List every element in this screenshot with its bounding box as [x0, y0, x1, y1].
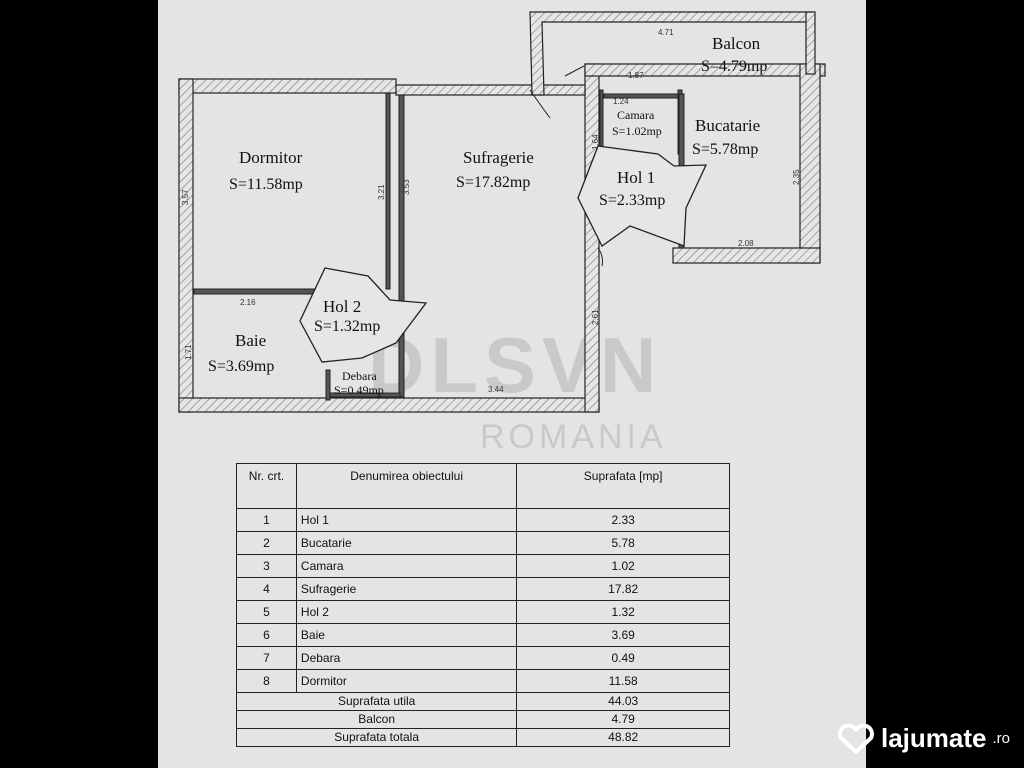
room-labels: Dormitor S=11.58mp Sufragerie S=17.82mp … [208, 34, 767, 397]
room-name-hol2: Hol 2 [323, 297, 361, 316]
room-name-balcon: Balcon [712, 34, 761, 53]
brand-heart-icon [838, 723, 874, 754]
site-brand[interactable]: lajumate .ro [837, 723, 1010, 754]
watermark-sub: ROMANIA [480, 418, 667, 456]
hol2-door-swing [299, 267, 428, 363]
row-area: 17.82 [516, 577, 730, 601]
row-nr: 8 [236, 669, 297, 693]
room-area-sufragerie: S=17.82mp [456, 174, 530, 191]
row-nr: 6 [236, 623, 297, 647]
row-area: 5.78 [516, 531, 730, 555]
dim-label: 3.53 [402, 179, 411, 195]
table-header-row: Nr. crt. Denumirea obiectului Suprafata … [236, 463, 730, 509]
row-name: Debara [295, 646, 518, 670]
room-area-bucatarie: S=5.78mp [692, 141, 758, 158]
dim-label: 3.21 [377, 184, 386, 200]
floor-plan-drawing: DLSVN ROMANIA [178, 11, 826, 456]
row-nr: 2 [236, 531, 297, 555]
room-name-hol1: Hol 1 [617, 168, 655, 187]
row-area: 1.32 [516, 600, 730, 624]
room-area-balcon: S=4.79mp [701, 58, 767, 75]
room-area-baie: S=3.69mp [208, 358, 274, 375]
brand-tld: .ro [992, 730, 1010, 747]
dim-label: 3.57 [181, 189, 190, 205]
room-name-baie: Baie [235, 331, 266, 350]
exterior-walls [178, 11, 826, 413]
row-name: Hol 2 [295, 600, 518, 624]
row-name: Camara [295, 554, 518, 578]
room-area-hol1: S=2.33mp [599, 192, 665, 209]
watermark-brand: DLSVN [368, 321, 662, 409]
dim-label: 2.16 [240, 298, 256, 307]
row-name: Baie [295, 623, 518, 647]
room-area-debara: S=0.49mp [334, 383, 384, 397]
dim-label: 2.61 [591, 309, 600, 325]
door-arcs [529, 65, 603, 267]
dim-label: 3.44 [488, 385, 504, 394]
header-name: Denumirea obiectului [295, 463, 518, 509]
room-name-bucatarie: Bucatarie [695, 116, 760, 135]
dimension-labels: 4.71 1.87 1.24 3.57 3.21 3.53 1.64 2.35 … [181, 28, 801, 394]
dim-label: 1.71 [184, 344, 193, 360]
area-table: Nr. crt. Denumirea obiectului Suprafata … [235, 463, 730, 747]
row-name: Bucatarie [295, 531, 518, 555]
dim-label: 4.71 [658, 28, 674, 37]
row-name: Sufragerie [295, 577, 518, 601]
row-nr: 7 [236, 646, 297, 670]
dim-label: 1.64 [591, 134, 600, 150]
header-area: Suprafata [mp] [516, 463, 730, 509]
room-area-camara: S=1.02mp [612, 124, 662, 138]
row-area: 0.49 [516, 646, 730, 670]
hol1-door-swing [577, 145, 708, 247]
room-area-hol2: S=1.32mp [314, 318, 380, 335]
room-name-debara: Debara [342, 369, 377, 383]
row-area: 11.58 [516, 669, 730, 693]
row-nr: 5 [236, 600, 297, 624]
row-area: 1.02 [516, 554, 730, 578]
summary-label: Suprafata utila [235, 692, 518, 711]
summary-label: Suprafata totala [235, 728, 518, 747]
summary-value: 48.82 [516, 728, 730, 747]
row-nr: 3 [236, 554, 297, 578]
summary-label: Balcon [235, 710, 518, 729]
row-area: 2.33 [516, 508, 730, 532]
row-name: Dormitor [295, 669, 518, 693]
dim-label: 1.87 [628, 71, 644, 80]
room-name-sufragerie: Sufragerie [463, 148, 534, 167]
room-name-camara: Camara [617, 108, 655, 122]
header-nr: Nr. crt. [236, 463, 297, 509]
row-name: Hol 1 [295, 508, 518, 532]
room-name-dormitor: Dormitor [239, 148, 303, 167]
summary-value: 4.79 [516, 710, 730, 729]
dim-label: 2.08 [738, 239, 754, 248]
row-nr: 1 [236, 508, 297, 532]
dim-label: 2.35 [792, 169, 801, 185]
row-nr: 4 [236, 577, 297, 601]
row-area: 3.69 [516, 623, 730, 647]
room-area-dormitor: S=11.58mp [229, 176, 303, 193]
brand-name: lajumate [880, 723, 987, 753]
dim-label: 1.24 [613, 97, 629, 106]
summary-value: 44.03 [516, 692, 730, 711]
